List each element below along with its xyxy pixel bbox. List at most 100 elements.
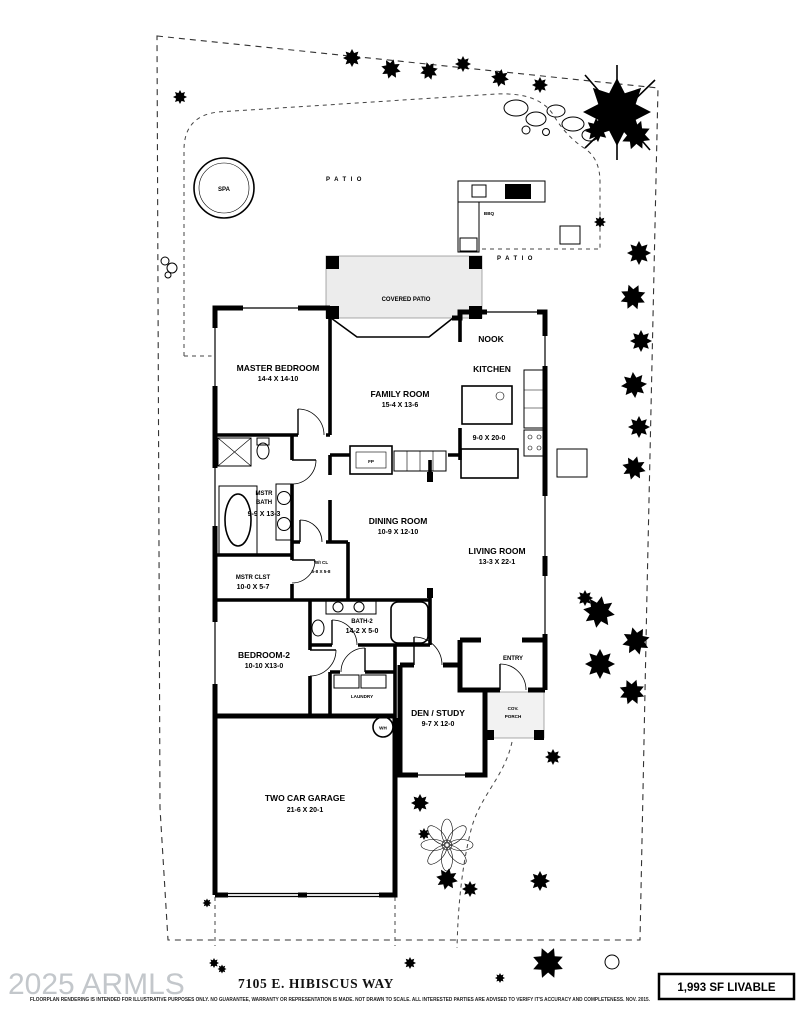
bbq-counter [457, 180, 546, 203]
vanity-counter [275, 483, 293, 541]
labels: SPA PATIO BBQ PATIO COVERED PATIO MASTER… [218, 177, 537, 814]
windows [211, 304, 549, 899]
covered-patio-label: COVERED PATIO [382, 297, 431, 303]
tree-icon [585, 649, 615, 679]
rock-cluster-icon [503, 99, 599, 142]
bbq-counter [457, 201, 480, 253]
window [418, 771, 465, 779]
room-label-entry: ENTRY [503, 656, 523, 662]
door [309, 649, 337, 677]
room-dims-master-bedroom: 14-4 X 14-10 [258, 376, 299, 383]
toilet-icon [256, 442, 270, 460]
fireplace-box [349, 445, 393, 475]
window [541, 336, 549, 366]
bush-icon [217, 964, 227, 974]
spa-circle [193, 157, 255, 219]
bush-icon [594, 216, 606, 228]
room-label-den: DEN / STUDY [411, 708, 465, 718]
bush-icon [545, 749, 561, 765]
sink-icon [353, 601, 365, 613]
planter-circle-icon [604, 954, 620, 970]
room-dims-family-room: 15-4 X 13-6 [382, 402, 419, 409]
room-dims-mstr-bath: 9-9 X 13-3 [248, 511, 281, 518]
room-dims-den: 9-7 X 12-0 [422, 721, 455, 728]
kitchen-corner-counter [460, 448, 519, 479]
bush-icon [173, 90, 187, 104]
room-dims-kitchen: 9-0 X 20-0 [473, 435, 506, 442]
bbq-label: BBQ [484, 211, 495, 216]
tub-icon [390, 601, 429, 644]
washer-icon [333, 674, 360, 689]
covered-patio [325, 255, 483, 319]
room-label-laundry: LAUNDRY [351, 694, 373, 699]
shower-glass [217, 437, 252, 467]
room-label-family-room: FAMILY ROOM [370, 389, 429, 399]
vanity-counter [325, 600, 377, 615]
porch-pillar [484, 730, 494, 740]
room-label-mstr-bath-2: BATH [256, 500, 272, 506]
door [499, 663, 527, 691]
sink-icon [277, 491, 291, 505]
driveway-lines [214, 897, 396, 946]
tree-icon [627, 241, 651, 265]
window [487, 308, 537, 316]
patio-label: PATIO [326, 177, 366, 183]
door [340, 647, 366, 673]
porch-pillar [534, 730, 544, 740]
room-dims-wi-cl: 5-8 X 5-8 [312, 569, 331, 574]
room-dims-dining: 10-9 X 12-10 [378, 529, 419, 536]
bbq-area [457, 180, 581, 253]
window [541, 496, 549, 556]
room-label-bedroom-2: BEDROOM-2 [238, 650, 290, 660]
toilet-icon [311, 619, 325, 637]
bush-icon [455, 56, 471, 72]
spa [193, 157, 255, 219]
room-dims-garage: 21-6 X 20-1 [287, 807, 324, 814]
patio-dashed-outline [183, 93, 601, 949]
room-label-bath-2: BATH-2 [351, 619, 373, 625]
kitchen-counter [523, 369, 546, 429]
room-dims-living: 13-3 X 22-1 [479, 559, 516, 566]
spa-label: SPA [218, 187, 231, 193]
sink-icon [332, 601, 344, 613]
patio-pad [559, 225, 581, 245]
bush-icon [418, 828, 430, 840]
door [291, 559, 316, 584]
room-label-wi-cl: W/I CL [314, 560, 328, 565]
covered-patio-slab [325, 255, 483, 319]
covered-porch [484, 691, 545, 740]
shower-icon [217, 437, 252, 467]
patio-outline-path [183, 93, 601, 356]
flower-icon [420, 818, 474, 872]
patio-pillar [469, 256, 482, 269]
bush-icon [462, 881, 478, 897]
door [299, 519, 323, 543]
media-niche-shelves [406, 451, 434, 471]
pebble-icons [160, 256, 178, 279]
door [413, 636, 443, 666]
disclaimer-text: FLOORPLAN RENDERING IS INTENDED FOR ILLU… [30, 997, 651, 1003]
door [297, 408, 325, 436]
utility-pad [556, 448, 588, 478]
room-dims-bath-2: 14-2 X 5-0 [346, 628, 379, 635]
water-heater-circle [372, 716, 394, 738]
tub-icon [224, 493, 252, 547]
room-label-mstr-bath-1: MSTR [256, 491, 274, 497]
address-text: 7105 E. HIBISCUS WAY [238, 976, 394, 991]
bush-icon [495, 973, 505, 983]
fireplace-inner [355, 451, 387, 469]
bush-icon [411, 794, 429, 812]
bush-icon [202, 898, 212, 908]
bbq-cabinet [459, 237, 478, 252]
room-dims-mstr-clst: 10-0 X 5-7 [237, 584, 270, 591]
tree-icon [630, 330, 652, 352]
bush-icon [404, 957, 416, 969]
sink-icon [495, 391, 505, 401]
watermark-text: 2025 ARMLS [8, 968, 185, 1001]
patio-label: PATIO [497, 256, 537, 262]
garage-door [228, 891, 379, 899]
sf-badge [657, 972, 796, 1001]
walkway-path [456, 741, 513, 949]
